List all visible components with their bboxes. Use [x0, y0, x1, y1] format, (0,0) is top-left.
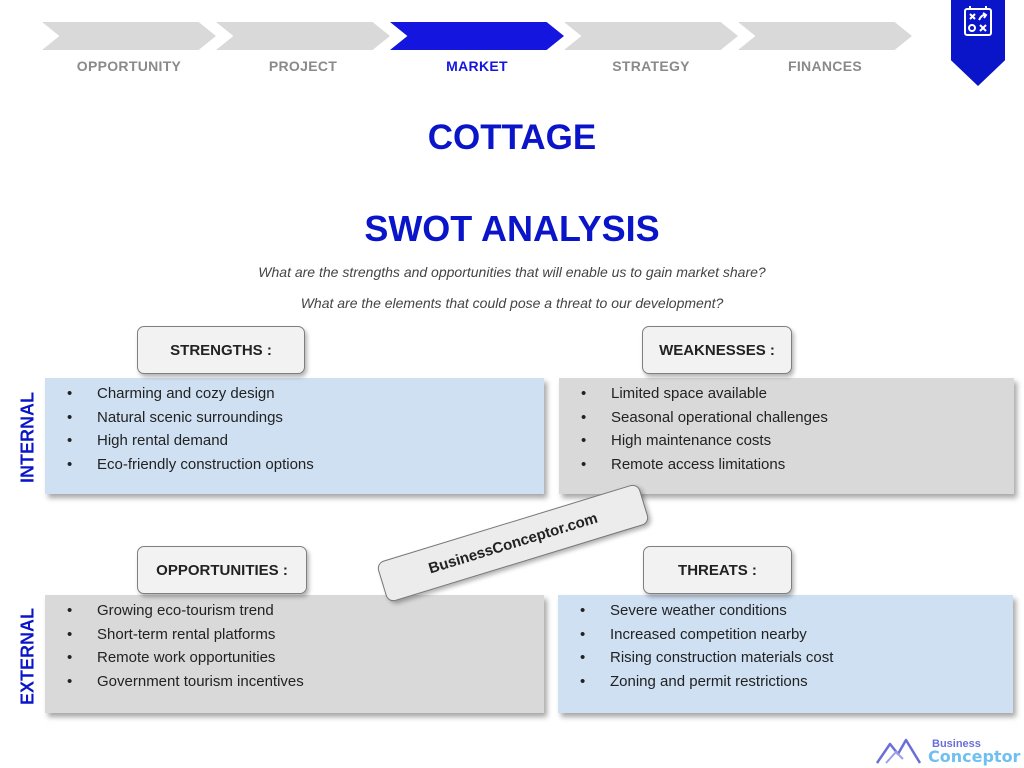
strengths-label: STRENGTHS :: [137, 326, 305, 374]
opportunities-label: OPPORTUNITIES :: [137, 546, 307, 594]
list-item: Short-term rental platforms: [67, 623, 544, 647]
list-item: Remote work opportunities: [67, 646, 544, 670]
list-item: Eco-friendly construction options: [67, 453, 544, 477]
section-title: SWOT ANALYSIS: [364, 208, 660, 249]
page-title: COTTAGE: [427, 118, 597, 157]
step-label: OPPORTUNITY: [76, 58, 182, 74]
step-chevron: [738, 22, 912, 50]
list-item: Charming and cozy design: [67, 382, 544, 406]
external-label: EXTERNAL: [17, 608, 38, 706]
step-label: STRATEGY: [612, 58, 690, 74]
step-strategy[interactable]: STRATEGY: [564, 22, 738, 80]
strengths-box: Charming and cozy design Natural scenic …: [45, 378, 544, 494]
step-project[interactable]: PROJECT: [216, 22, 390, 80]
step-market[interactable]: MARKET: [390, 22, 564, 80]
threats-list: Severe weather conditions Increased comp…: [558, 595, 1013, 693]
step-chevron: [216, 22, 390, 50]
list-item: Severe weather conditions: [580, 599, 1013, 623]
list-item: Natural scenic surroundings: [67, 406, 544, 430]
list-item: Growing eco-tourism trend: [67, 599, 544, 623]
step-opportunity[interactable]: OPPORTUNITY: [42, 22, 216, 80]
list-item: Limited space available: [581, 382, 1014, 406]
bookmark-ribbon: [951, 0, 1005, 86]
brand-logo: Business Conceptor: [876, 736, 1020, 766]
opportunities-list: Growing eco-tourism trend Short-term ren…: [45, 595, 544, 693]
step-chevron: [564, 22, 738, 50]
list-item: High maintenance costs: [581, 429, 1014, 453]
internal-label: INTERNAL: [17, 392, 38, 483]
question-2: What are the elements that could pose a …: [300, 295, 724, 311]
threats-box: Severe weather conditions Increased comp…: [558, 595, 1013, 713]
list-item: Remote access limitations: [581, 453, 1014, 477]
step-label: FINANCES: [788, 58, 862, 74]
list-item: High rental demand: [67, 429, 544, 453]
step-finances[interactable]: FINANCES: [738, 22, 912, 80]
threats-label: THREATS :: [643, 546, 792, 594]
list-item: Increased competition nearby: [580, 623, 1013, 647]
step-label: MARKET: [446, 58, 508, 74]
brand-line-2: Conceptor: [928, 747, 1021, 766]
list-item: Zoning and permit restrictions: [580, 670, 1013, 694]
strengths-list: Charming and cozy design Natural scenic …: [45, 378, 544, 476]
list-item: Seasonal operational challenges: [581, 406, 1014, 430]
question-1: What are the strengths and opportunities…: [258, 264, 766, 280]
progress-steps: OPPORTUNITY PROJECT MARKET STRATEGY FINA…: [42, 22, 922, 80]
brand-line-1: Business: [932, 738, 981, 750]
mountain-logo-icon: [876, 738, 922, 764]
step-chevron: [42, 22, 216, 50]
opportunities-box: Growing eco-tourism trend Short-term ren…: [45, 595, 544, 713]
weaknesses-label: WEAKNESSES :: [642, 326, 792, 374]
list-item: Rising construction materials cost: [580, 646, 1013, 670]
strategy-board-icon: [964, 6, 992, 36]
weaknesses-box: Limited space available Seasonal operati…: [559, 378, 1014, 494]
weaknesses-list: Limited space available Seasonal operati…: [559, 378, 1014, 476]
list-item: Government tourism incentives: [67, 670, 544, 694]
step-label: PROJECT: [268, 58, 338, 74]
step-chevron: [390, 22, 564, 50]
watermark-banner: BusinessConceptor.com: [375, 482, 651, 604]
